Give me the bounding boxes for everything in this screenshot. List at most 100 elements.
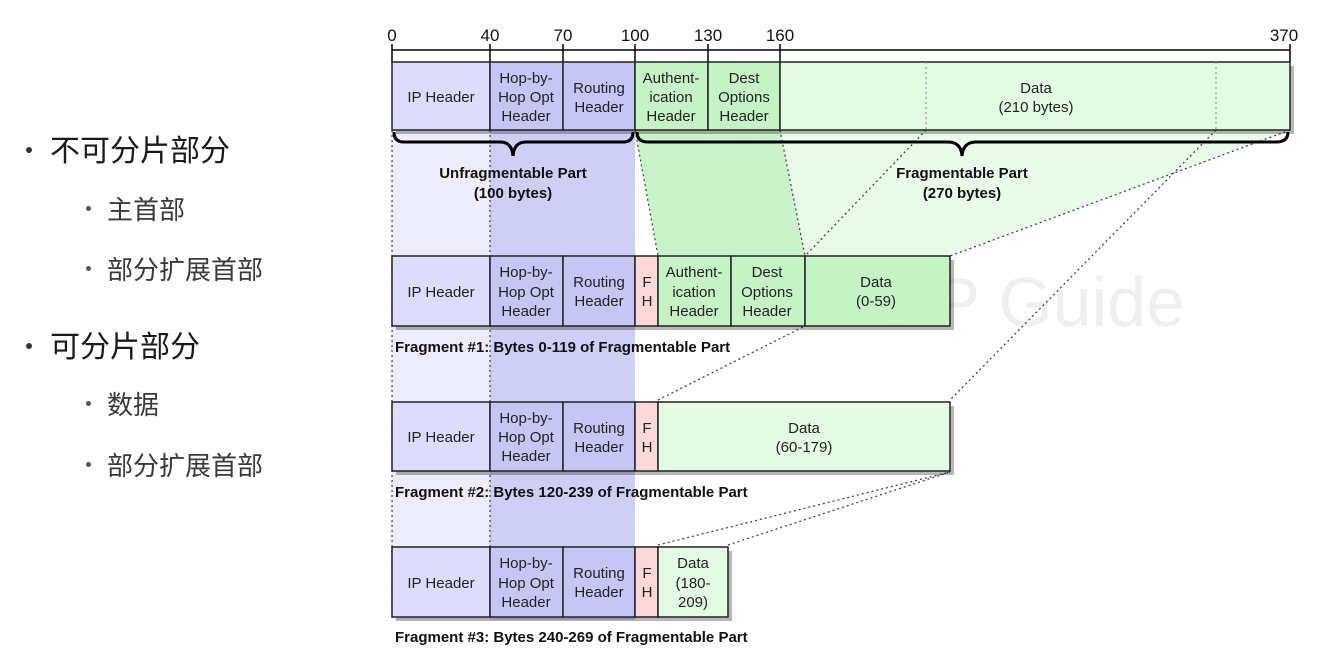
hop-label-1: Hop-by- xyxy=(499,70,552,87)
routing-label-2: Header xyxy=(574,293,623,310)
data-label-2: (210 bytes) xyxy=(998,99,1073,116)
fragment-header-block xyxy=(634,255,659,327)
routing-label-1: Routing xyxy=(573,274,625,291)
data-label-2: (60-179) xyxy=(776,439,833,456)
bullet-text: 可分片部分 xyxy=(50,330,200,365)
bullet-text: 主首部 xyxy=(107,196,186,226)
routing-label-2: Header xyxy=(574,439,623,456)
auth-label-1: Authent- xyxy=(666,264,723,281)
dest-label-1: Dest xyxy=(729,70,761,87)
tick-label: 40 xyxy=(481,26,500,45)
bullet-dot xyxy=(26,146,32,153)
hop-by-hop-block xyxy=(489,546,564,618)
hop-label-2: Hop Opt xyxy=(498,89,555,106)
unfrag-band-light xyxy=(392,130,490,620)
auth-block xyxy=(657,255,732,327)
fragment-1: IP Header Hop-by- Hop Opt Header Routing… xyxy=(391,255,954,330)
ip-header-block xyxy=(391,401,491,472)
routing-label-1: Routing xyxy=(573,80,625,97)
data-block xyxy=(657,401,951,472)
auth-block xyxy=(634,61,709,131)
tick-label: 370 xyxy=(1270,26,1298,45)
auth-label-3: Header xyxy=(669,303,718,320)
hop-label-3: Header xyxy=(501,448,550,465)
tick-label: 100 xyxy=(621,26,649,45)
fh-label-1: F xyxy=(642,565,651,582)
fh-label-1: F xyxy=(642,420,651,437)
data-block xyxy=(657,546,729,618)
dest-label-3: Header xyxy=(719,108,768,125)
auth-label-3: Header xyxy=(646,108,695,125)
bullet-text: 数据 xyxy=(107,391,160,421)
bullet-partial-ext-header-2: 部分扩展首部 xyxy=(86,446,263,483)
auth-label-1: Authent- xyxy=(643,70,700,87)
bullet-dot xyxy=(86,206,91,211)
ip-header-label: IP Header xyxy=(407,284,474,301)
ip-header-label: IP Header xyxy=(407,89,474,106)
dest-label-2: Options xyxy=(718,89,770,106)
fragmentable-size: (270 bytes) xyxy=(923,185,1001,202)
bullet-dot xyxy=(86,266,91,271)
tick-label: 70 xyxy=(554,26,573,45)
routing-block xyxy=(562,401,636,472)
dest-options-block xyxy=(730,255,806,327)
hop-label-2: Hop Opt xyxy=(498,575,555,592)
auth-label-2: ication xyxy=(649,89,692,106)
unfrag-band-dark xyxy=(490,130,635,620)
original-packet: IP Header Hop-by- Hop Opt Header Routing… xyxy=(391,61,1294,134)
fh-label-1: F xyxy=(642,274,651,291)
routing-block xyxy=(562,61,636,131)
tick-label: 0 xyxy=(387,26,396,45)
unfragmentable-brace xyxy=(392,131,635,157)
guide-lines xyxy=(391,62,1291,620)
ip-header-block xyxy=(391,255,491,327)
bullet-text: 部分扩展首部 xyxy=(107,256,264,286)
data-label-1: Data xyxy=(860,274,892,291)
fragment-header-block xyxy=(634,546,659,618)
scale-ruler: 0 40 70 100 130 160 370 xyxy=(387,26,1298,62)
data-label-2: (180- xyxy=(675,575,710,592)
data-label-3: 209) xyxy=(678,594,708,611)
unfragmentable-size: (100 bytes) xyxy=(474,185,552,202)
hop-label-1: Hop-by- xyxy=(499,555,552,572)
hop-label-3: Header xyxy=(501,303,550,320)
routing-label-1: Routing xyxy=(573,565,625,582)
hop-label-2: Hop Opt xyxy=(498,429,555,446)
dest-label-3: Header xyxy=(742,303,791,320)
dest-label-2: Options xyxy=(741,284,793,301)
fragment-2-caption: Fragment #2: Bytes 120-239 of Fragmentab… xyxy=(395,484,748,501)
bullet-fragmentable: 可分片部分 xyxy=(26,322,200,366)
hop-label-1: Hop-by- xyxy=(499,410,552,427)
routing-block xyxy=(562,255,636,327)
bullet-text: 部分扩展首部 xyxy=(107,452,264,482)
bullet-partial-ext-header-1: 部分扩展首部 xyxy=(86,250,263,287)
bullet-unfragmentable: 不可分片部分 xyxy=(26,126,230,170)
routing-block xyxy=(562,546,636,618)
data-label-2: (0-59) xyxy=(856,293,896,310)
data-label-1: Data xyxy=(788,420,820,437)
bullet-dot xyxy=(86,462,91,467)
bullet-dot xyxy=(86,401,91,406)
fragmentable-title: Fragmentable Part xyxy=(896,165,1028,182)
hop-label-3: Header xyxy=(501,108,550,125)
fragment-2: IP Header Hop-by- Hop Opt Header Routing… xyxy=(391,401,954,475)
fragment-1-caption: Fragment #1: Bytes 0-119 of Fragmentable… xyxy=(395,339,730,356)
data-block xyxy=(779,61,1291,131)
fragment-3: IP Header Hop-by- Hop Opt Header Routing… xyxy=(391,546,732,621)
bullet-data: 数据 xyxy=(86,385,159,422)
ip-header-label: IP Header xyxy=(407,429,474,446)
routing-label-2: Header xyxy=(574,99,623,116)
data-label-1: Data xyxy=(677,555,709,572)
dest-label-1: Dest xyxy=(752,264,784,281)
auth-label-2: ication xyxy=(672,284,715,301)
bullet-list: 不可分片部分 主首部 部分扩展首部 可分片部分 数据 部分扩展首部 xyxy=(0,0,380,659)
ip-header-block xyxy=(391,546,491,618)
routing-label-1: Routing xyxy=(573,420,625,437)
fh-label-2: H xyxy=(642,439,653,456)
frag-header-projection xyxy=(635,130,805,256)
bullet-main-header: 主首部 xyxy=(86,190,185,227)
fh-label-2: H xyxy=(642,584,653,601)
hop-label-3: Header xyxy=(501,594,550,611)
fragment-3-caption: Fragment #3: Bytes 240-269 of Fragmentab… xyxy=(395,629,748,646)
